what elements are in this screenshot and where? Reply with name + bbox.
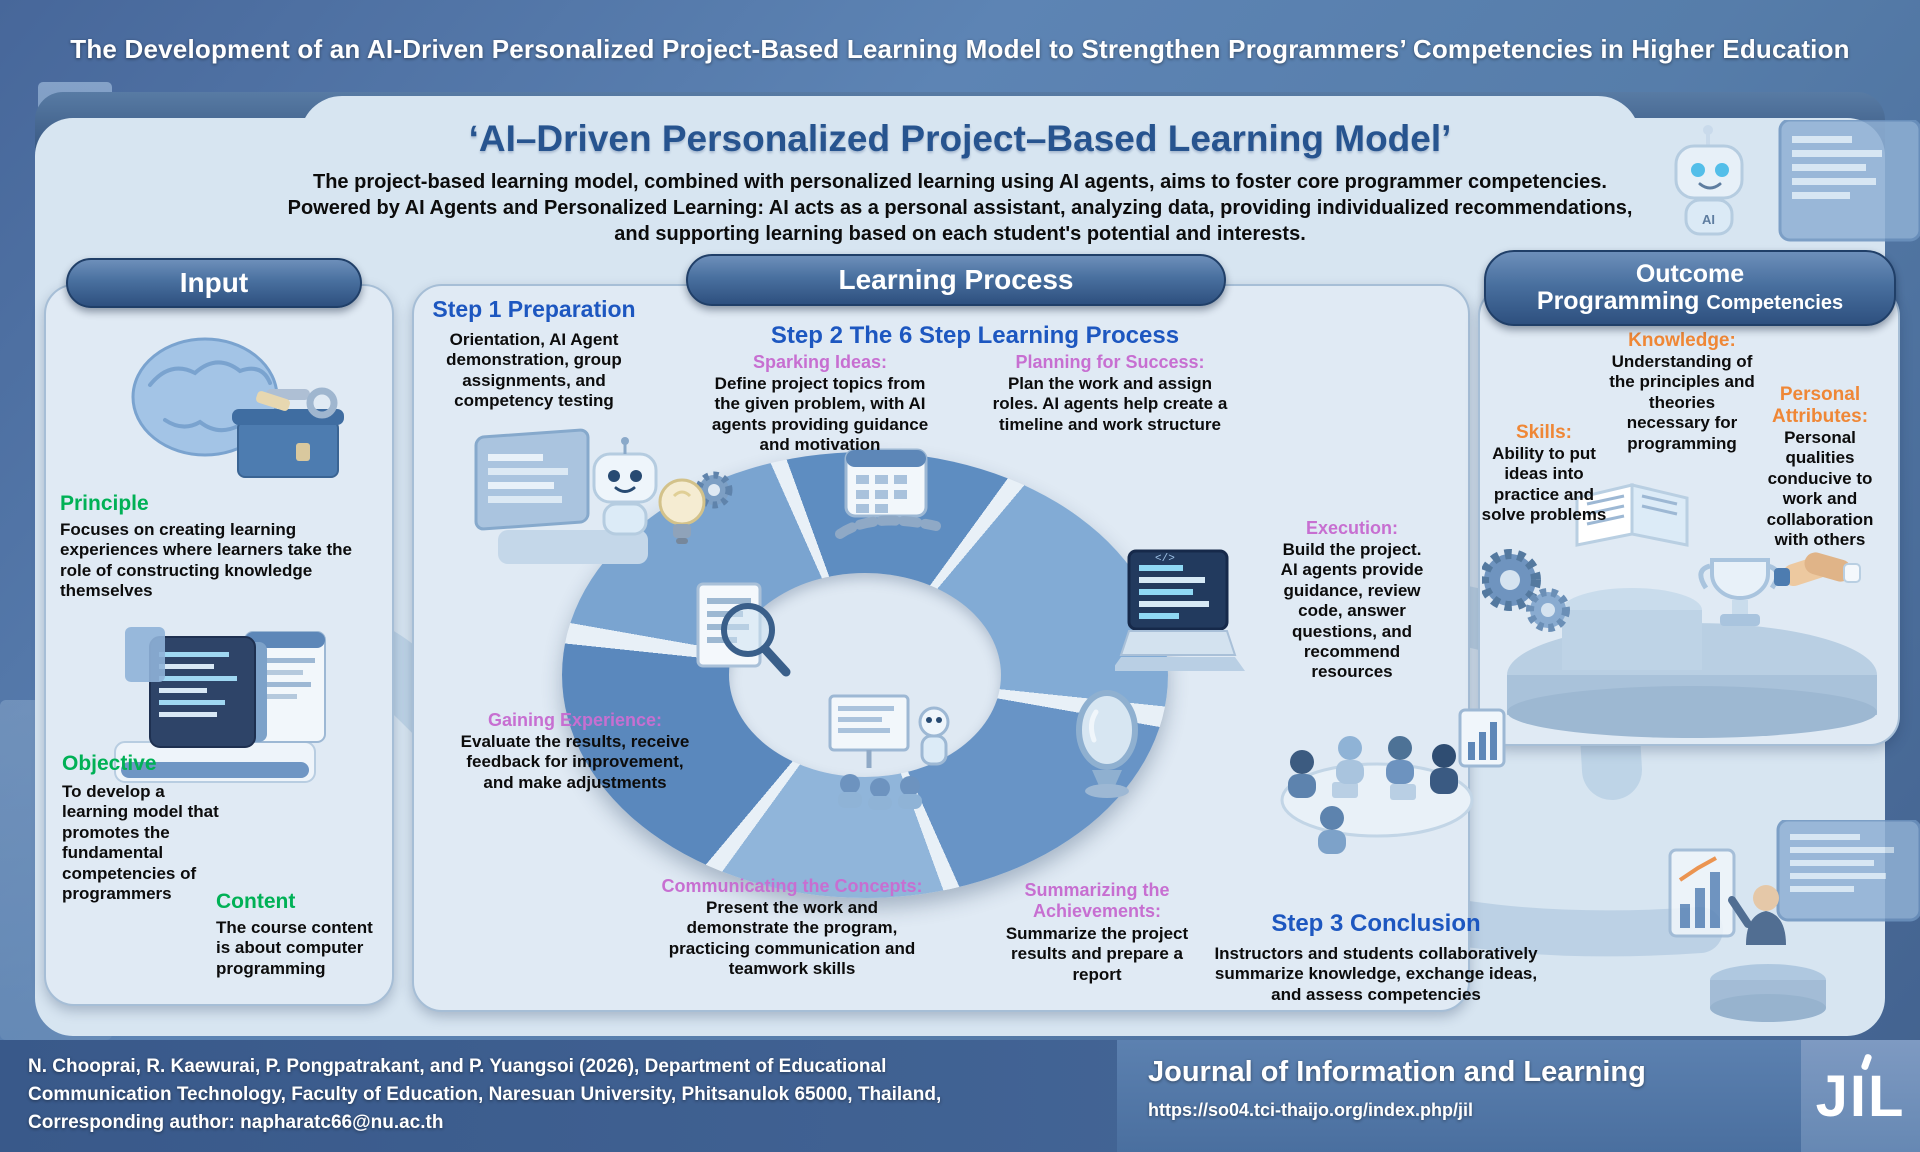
planning-text: Plan the work and assign roles. AI agent… [992,374,1228,434]
footer-authors-line-1: N. Chooprai, R. Kaewurai, P. Pongpatraka… [28,1056,887,1077]
ai-robot-screen-icon [474,428,658,564]
principle-text: Focuses on creating learning experiences… [60,520,352,601]
journal-url: https://so04.tci-thaijo.org/index.php/ji… [1148,1100,1474,1120]
outcome-header-pill: Outcome Programming Competencies [1484,250,1896,326]
step3-text: Instructors and students collaboratively… [1214,944,1538,1004]
personal-attributes-label: Personal Attributes: [1771,384,1869,427]
outcome-header-line2: Programming Competencies [1536,287,1844,316]
laptop-code-icon: </> [1115,549,1245,671]
planning-label: Planning for Success: [1015,352,1205,372]
personal-attributes-text: Personal qualities conducive to work and… [1766,428,1874,549]
mirror-icon [1076,690,1138,798]
summarizing-label: Summarizing the Achievements: [1024,880,1170,921]
step3-title: Step 3 Conclusion [1271,910,1481,937]
jil-logo-text: JIL [1815,1063,1906,1129]
footer-authors-line-3: Corresponding author: napharatc66@nu.ac.… [28,1112,444,1133]
objective-text: To develop a learning model that promote… [62,782,219,903]
jil-logo: JIL [1801,1040,1920,1152]
objective-label: Objective [62,752,157,775]
gaining-experience-label: Gaining Experience: [487,710,663,730]
knowledge-text: Understanding of the principles and theo… [1609,352,1755,453]
gaining-experience-text: Evaluate the results, receive feedback f… [460,732,690,792]
process-header-pill: Learning Process [686,254,1226,306]
execution-label: Execution: [1305,518,1398,538]
step1-text: Orientation, AI Agent demonstration, gro… [446,330,622,411]
outcome-header-line1: Outcome [1635,259,1745,288]
magnifier-document-icon [696,582,791,677]
outcome-header-programming: Programming [1536,287,1700,315]
communicating-text: Present the work and demonstrate the pro… [668,898,916,979]
skills-label: Skills: [1516,422,1572,443]
team-table-icon [1280,708,1506,854]
footer-logo-block [1801,1040,1920,1152]
summarizing-text: Summarize the project results and prepar… [1005,924,1189,984]
svg-text:AI: AI [1702,212,1715,227]
sparking-ideas-text: Define project topics from the given pro… [711,374,929,455]
svg-text:</>: </> [1155,553,1175,565]
model-description-line-3: and supporting learning based on each st… [614,223,1306,245]
step1-title: Step 1 Preparation [432,296,636,322]
brain-toolbox-icon [131,337,344,478]
skills-text: Ability to put ideas into practice and s… [1481,444,1607,525]
step2-title: Step 2 The 6 Step Learning Process [770,322,1180,349]
poster-title: The Development of an AI-Driven Personal… [70,34,1850,64]
communicating-label: Communicating the Concepts: [661,876,923,896]
journal-name: Journal of Information and Learning [1148,1056,1646,1088]
robot-head-icon: AI [1674,120,1920,242]
sparking-ideas-label: Sparking Ideas: [752,352,888,372]
lightbulb-gear-icon [658,471,733,544]
model-heading: ‘AI–Driven Personalized Project–Based Le… [468,118,1452,159]
person-chart-icon [1668,820,1920,1022]
outcome-header-competencies: Competencies [1706,292,1844,314]
execution-text: Build the project. AI agents provide gui… [1280,540,1424,682]
input-header-label: Input [179,267,249,298]
presentation-robot-icon [828,694,950,810]
content-label: Content [216,890,296,913]
knowledge-label: Knowledge: [1628,330,1736,351]
principle-label: Principle [60,492,149,515]
model-description-line-1: The project-based learning model, combin… [313,171,1607,193]
process-header-label: Learning Process [838,264,1074,295]
footer-journal-block [1117,1040,1801,1152]
content-text: The course content is about computer pro… [216,918,373,978]
model-description-line-2: Powered by AI Agents and Personalized Le… [287,197,1633,219]
calendar-plan-icon [835,448,941,539]
input-header-pill: Input [66,258,362,308]
footer-authors-line-2: Communication Technology, Faculty of Edu… [28,1084,942,1105]
